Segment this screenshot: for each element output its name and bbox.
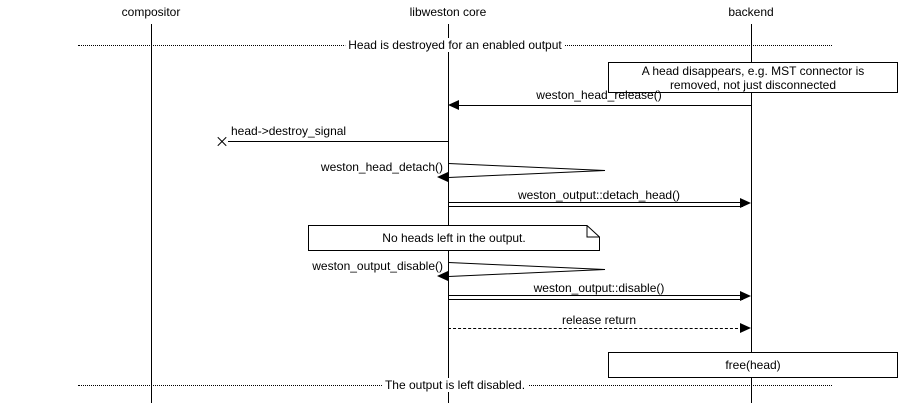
lifeline-backend — [751, 24, 752, 403]
message-label-weston-output-disable: weston_output::disable() — [533, 281, 665, 295]
arrowhead-weston-output-disable-call — [437, 271, 448, 281]
arrowhead-weston-head-release — [448, 100, 459, 110]
note-head-disappears: A head disappears, e.g. MST connector is… — [608, 62, 898, 93]
message-label-head-destroy-signal: head->destroy_signal — [231, 124, 347, 138]
destroy-x-icon — [216, 135, 228, 147]
note-no-heads-left: No heads left in the output. — [308, 225, 600, 251]
participant-label-libweston-core: libweston core — [409, 5, 487, 19]
message-line-head-destroy-signal — [228, 141, 448, 142]
arrowhead-weston-head-detach — [437, 172, 448, 182]
message-label-weston-head-detach: weston_head_detach() — [320, 160, 443, 174]
separator-label-bottom: The output is left disabled. — [381, 378, 529, 392]
message-label-weston-output-disable-call: weston_output_disable() — [312, 259, 443, 273]
lifeline-compositor — [151, 24, 152, 403]
note-folded-corner-icon — [308, 225, 600, 251]
note-free-head: free(head) — [608, 352, 898, 378]
lifeline-libweston-core — [448, 24, 449, 403]
self-message-loop-weston-output-disable — [448, 257, 610, 281]
arrowhead-weston-output-detach-head — [740, 198, 751, 208]
participant-label-compositor: compositor — [121, 5, 181, 19]
message-label-weston-head-release: weston_head_release() — [536, 88, 662, 102]
note-head-disappears-line2: removed, not just disconnected — [669, 77, 837, 92]
note-no-heads-left-text: No heads left in the output. — [382, 231, 526, 245]
message-line-weston-head-release — [452, 105, 751, 106]
self-message-loop-weston-head-detach — [448, 158, 610, 182]
message-line-weston-output-disable — [448, 295, 743, 300]
message-label-release-return: release return — [561, 313, 637, 327]
arrowhead-weston-output-disable — [740, 291, 751, 301]
separator-label-top: Head is destroyed for an enabled output — [345, 38, 565, 52]
message-line-weston-output-detach-head — [448, 202, 743, 207]
note-free-head-text: free(head) — [725, 358, 781, 372]
message-line-release-return — [448, 328, 743, 329]
arrowhead-release-return — [740, 323, 751, 333]
message-label-weston-output-detach-head: weston_output::detach_head() — [517, 188, 681, 202]
note-head-disappears-line1: A head disappears, e.g. MST connector is — [641, 63, 865, 78]
participant-label-backend: backend — [728, 5, 774, 19]
